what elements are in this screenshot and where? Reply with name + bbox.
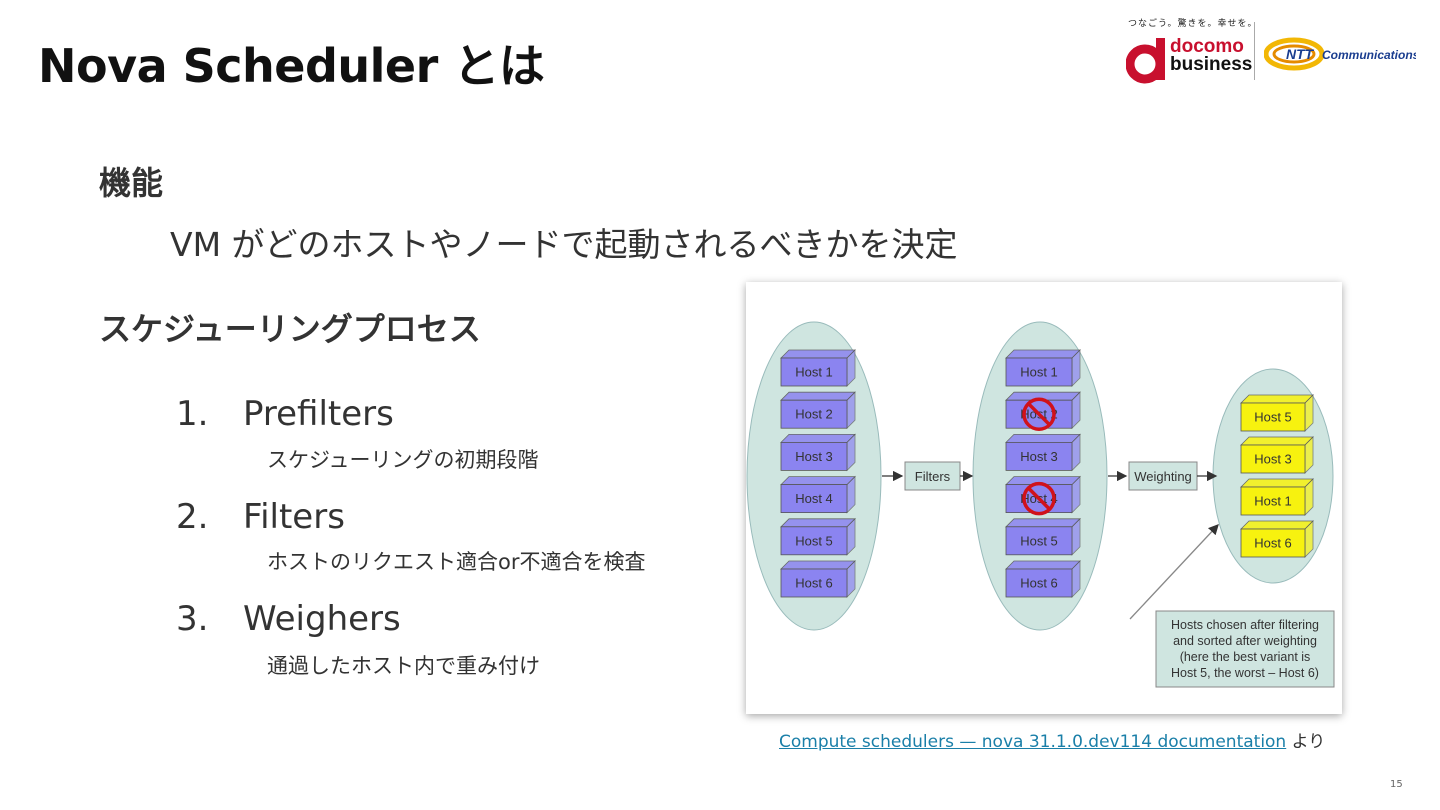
step-label-prefilters: Prefilters bbox=[243, 394, 394, 434]
step-number: 2. bbox=[176, 497, 209, 537]
slide-title: Nova Scheduler とは bbox=[38, 39, 545, 93]
host-box: Host 1 bbox=[1240, 478, 1314, 516]
note-line: Host 5, the worst – Host 6) bbox=[1171, 666, 1319, 680]
note-line: (here the best variant is bbox=[1180, 650, 1311, 664]
host-box: Host 4 bbox=[780, 475, 856, 514]
step-label-filters: Filters bbox=[243, 497, 345, 537]
ntt-swirl-icon bbox=[1263, 37, 1325, 71]
host-box: Host 5 bbox=[1240, 394, 1314, 432]
filters-label: Filters bbox=[915, 469, 951, 484]
step-detail: 通過したホスト内で重み付け bbox=[267, 654, 540, 678]
host-label: Host 3 bbox=[1020, 449, 1058, 464]
host-box: Host 2 bbox=[780, 391, 856, 430]
host-box: Host 1 bbox=[780, 349, 856, 387]
host-box: Host 3 bbox=[1240, 436, 1314, 474]
host-label: Host 6 bbox=[795, 576, 833, 591]
host-box: Host 6 bbox=[1240, 520, 1314, 558]
note-line: and sorted after weighting bbox=[1173, 634, 1317, 648]
step-number: 3. bbox=[176, 599, 209, 639]
host-label: Host 4 bbox=[795, 491, 833, 506]
ntt-communications-logo: NTT Communications bbox=[1263, 32, 1420, 76]
host-label: Host 1 bbox=[1254, 494, 1292, 509]
caption-suffix: より bbox=[1286, 732, 1326, 752]
process-heading: スケジューリングプロセス bbox=[99, 310, 481, 348]
docomo-text: docomo bbox=[1170, 36, 1244, 57]
host-label: Host 5 bbox=[795, 533, 833, 548]
host-label: Host 5 bbox=[1020, 533, 1058, 548]
filters-box bbox=[904, 461, 961, 491]
step-label-weighers: Weighers bbox=[243, 599, 401, 639]
host-label: Host 5 bbox=[1254, 410, 1292, 425]
host-box: Host 3 bbox=[1005, 433, 1081, 472]
logo-area: つなごう。驚きを。幸せを。 docomo business NTT Commun… bbox=[1120, 14, 1420, 86]
documentation-link[interactable]: Compute schedulers — nova 31.1.0.dev114 … bbox=[779, 732, 1287, 752]
ranked-hosts-group: Host 5 Host 3 Host 1 Host 6 bbox=[1212, 368, 1334, 584]
diagram-canvas: Host 1 Host 2 Host 3 Host 4 Host 5 Host 6 Hos… bbox=[746, 321, 1335, 688]
ntt-communications-text: Communications bbox=[1322, 48, 1416, 62]
host-label: Host 1 bbox=[795, 365, 833, 380]
note-box bbox=[1155, 610, 1335, 688]
host-box: Host 6 bbox=[780, 560, 856, 598]
host-label: Host 3 bbox=[1254, 452, 1292, 467]
business-text: business bbox=[1170, 54, 1253, 75]
host-box: Host 4 bbox=[1005, 475, 1081, 514]
logo-divider bbox=[1254, 22, 1255, 80]
rejected-icon bbox=[1022, 481, 1056, 516]
rejected-icon bbox=[1022, 397, 1056, 431]
weighting-label: Weighting bbox=[1134, 469, 1192, 484]
host-label: Host 1 bbox=[1020, 365, 1058, 380]
host-box: Host 1 bbox=[1005, 349, 1081, 387]
function-description: VM がどのホストやノードで起動されるべきかを決定 bbox=[170, 225, 958, 264]
host-box: Host 5 bbox=[1005, 517, 1081, 556]
note-line: Hosts chosen after filtering bbox=[1171, 618, 1319, 632]
all-hosts-group: Host 1 Host 2 Host 3 Host 4 Host 5 Host 6 bbox=[746, 321, 882, 631]
host-label: Host 3 bbox=[795, 449, 833, 464]
note-pointer-arrow bbox=[1129, 524, 1219, 620]
docomo-business-logo: docomo business bbox=[1126, 34, 1252, 86]
step-detail: ホストのリクエスト適合or不適合を検査 bbox=[267, 550, 646, 574]
host-box: Host 5 bbox=[780, 517, 856, 556]
host-label: Host 6 bbox=[1020, 576, 1058, 591]
page-number: 15 bbox=[1390, 779, 1403, 790]
ntt-mark-text: NTT bbox=[1286, 46, 1315, 62]
host-label: Host 6 bbox=[1254, 536, 1292, 551]
function-heading: 機能 bbox=[99, 164, 164, 202]
host-box: Host 2 bbox=[1005, 391, 1081, 430]
brand-tagline: つなごう。驚きを。幸せを。 bbox=[1128, 19, 1258, 29]
host-box: Host 3 bbox=[780, 433, 856, 472]
host-box: Host 6 bbox=[1005, 560, 1081, 598]
step-detail: スケジューリングの初期段階 bbox=[267, 448, 539, 472]
figure-caption: Compute schedulers — nova 31.1.0.dev114 … bbox=[779, 727, 1325, 752]
host-label: Host 2 bbox=[795, 407, 833, 422]
filtered-hosts-group: Host 1 Host 2 Host 3 Host 4 Host 5 Host 6 bbox=[972, 321, 1108, 631]
docomo-d-mark-icon bbox=[1126, 38, 1165, 84]
step-number: 1. bbox=[176, 394, 209, 434]
scheduler-diagram: Host 1 Host 2 Host 3 Host 4 Host 5 Host 6 Hos… bbox=[746, 282, 1342, 714]
